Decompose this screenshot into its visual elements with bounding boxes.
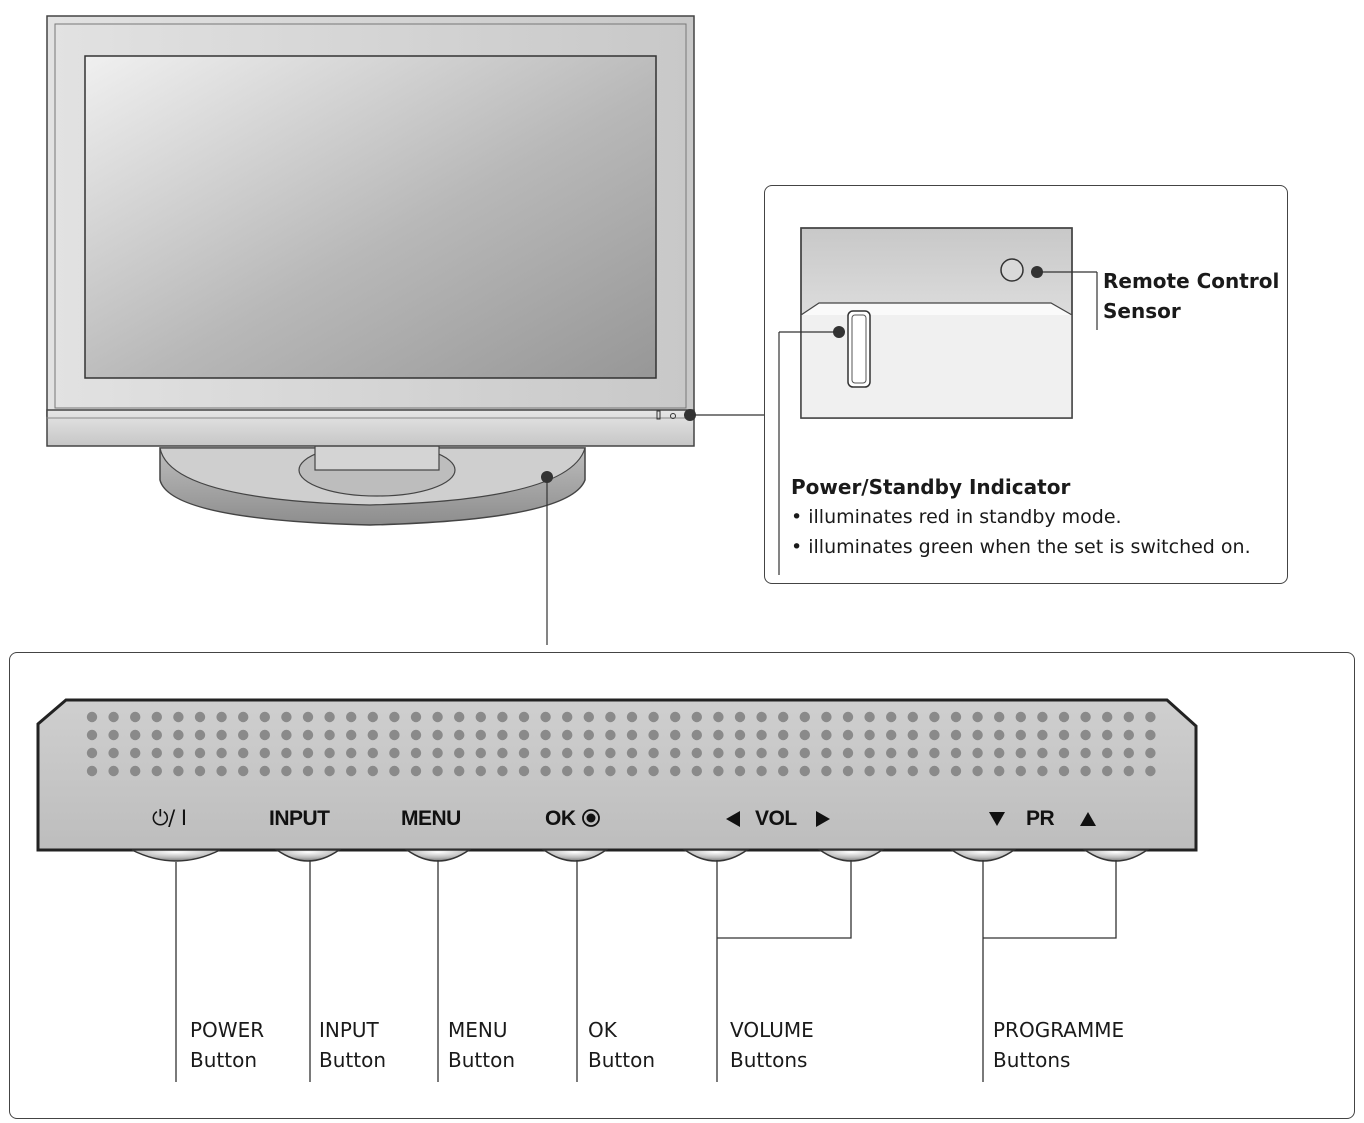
indicator-closeup [778,227,1098,575]
panel-buttons [131,849,1150,862]
panel-button-knob [1082,849,1150,862]
pr-up-arrow-icon [1080,812,1096,826]
indicator-bullet-on: • illuminates green when the set is swit… [791,536,1251,558]
power-marking: ⏻/ I [152,806,187,830]
input-marking: INPUT [269,807,330,830]
pr-marking: PR [1026,807,1055,830]
panel-button-knob [949,849,1017,862]
power-indicator-slot [847,310,871,388]
bezel-sensor-mark [670,413,676,419]
bezel-indicator-mark [656,410,661,420]
panel-button-knob [682,849,750,862]
tv-screen [84,55,657,379]
panel-button-knob [131,849,221,862]
panel-button-knob [541,849,609,862]
menu-marking: MENU [401,807,461,830]
ok-ring-icon [582,809,600,827]
vol-marking: VOL [755,807,797,830]
indicator-title: Power/Standby Indicator [791,475,1071,499]
remote-sensor-label: Remote Control Sensor [1103,269,1280,323]
indicator-bullet-standby: • illuminates red in standby mode. [791,506,1122,528]
vol-right-arrow-icon [816,811,830,827]
ok-marking: OK [545,807,576,830]
tv-stand [159,439,586,526]
vol-left-arrow-icon [726,811,740,827]
indicator-description: Power/Standby Indicator • illuminates re… [791,472,1251,562]
panel-button-knob [817,849,885,862]
panel-button-knob [274,849,342,862]
tv-speaker-bar [46,409,695,447]
speaker-grille [86,711,1156,777]
remote-sensor-lens [1000,258,1024,282]
pr-down-arrow-icon [989,812,1005,826]
panel-button-knob [404,849,472,862]
